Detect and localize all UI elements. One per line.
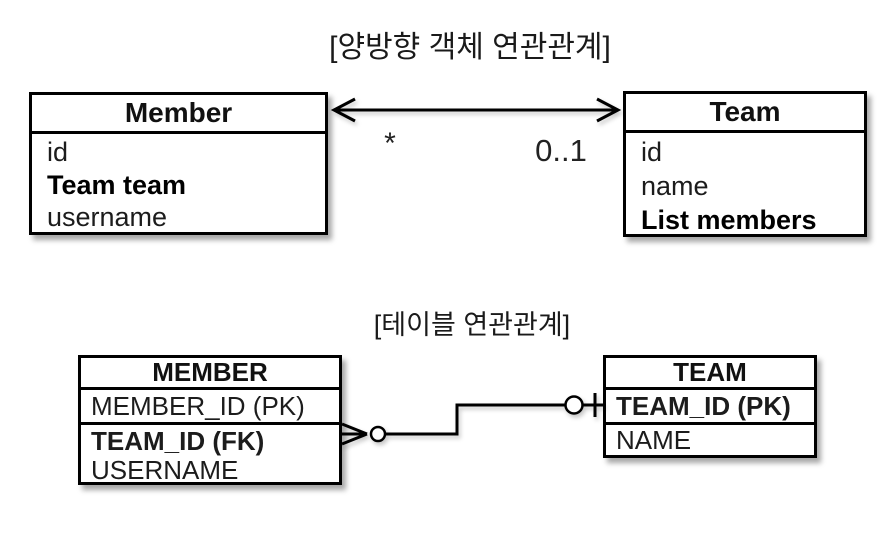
team-table-box: TEAM TEAM_ID (PK) NAME [603, 355, 817, 458]
connector-path [385, 405, 566, 434]
member-attr-username: username [47, 202, 168, 232]
team-class-box: Team id name List members [623, 91, 867, 237]
arrowhead-right-icon [597, 99, 618, 121]
team-attr-name: name [641, 171, 709, 201]
member-class-name: Member [32, 95, 325, 134]
member-table-box: MEMBER MEMBER_ID (PK) TEAM_ID (FK) USERN… [78, 355, 342, 485]
optional-circle-member-icon [371, 427, 385, 441]
team-attr-members: List members [641, 205, 817, 235]
bidirectional-arrow-icon [334, 99, 618, 121]
member-attr-id: id [47, 137, 69, 167]
member-table-col-member-id: MEMBER_ID (PK) [81, 390, 339, 425]
member-table-col-team-id: TEAM_ID (FK) [91, 426, 265, 456]
table-diagram-title: [테이블 연관관계] [373, 310, 571, 340]
member-attr-team: Team team [47, 169, 187, 200]
member-class-attributes: id Team team username [32, 134, 325, 234]
fk-relationship-line [342, 393, 604, 444]
crows-foot-many-icon [342, 424, 367, 444]
team-table-col-name: NAME [616, 425, 692, 455]
member-class-box: Member id Team team username [29, 92, 328, 235]
object-diagram-title: [양방향 객체 연관관계] [329, 31, 611, 64]
member-table-name: MEMBER [81, 358, 339, 390]
member-table-col-username: USERNAME [91, 455, 239, 485]
arrowhead-left-icon [334, 99, 355, 121]
multiplicity-many-label: * [384, 127, 396, 160]
team-table-col-team-id: TEAM_ID (PK) [606, 390, 814, 425]
team-attr-id: id [641, 137, 663, 167]
team-class-name: Team [626, 94, 864, 133]
team-class-attributes: id name List members [626, 133, 864, 237]
team-table-name: TEAM [606, 358, 814, 390]
multiplicity-zero-or-one-label: 0..1 [535, 133, 587, 168]
optional-circle-team-icon [566, 397, 583, 414]
